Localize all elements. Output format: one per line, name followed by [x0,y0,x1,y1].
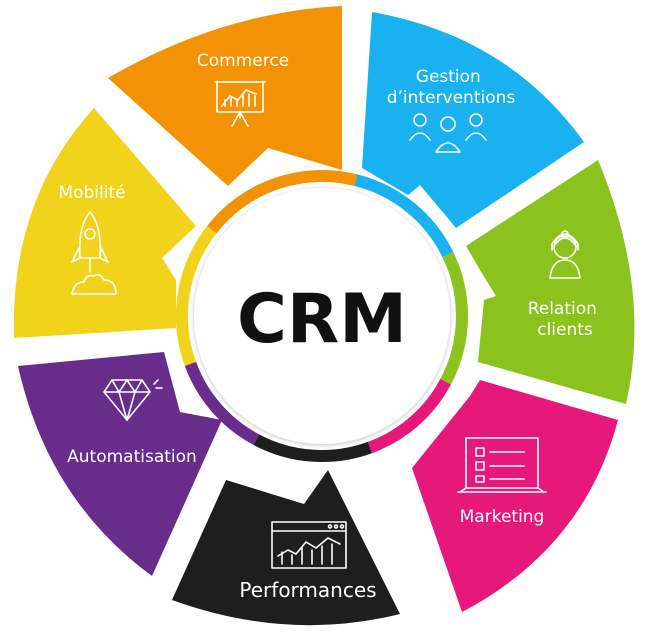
segment-automatisation-label: Automatisation [67,447,197,467]
center-circle [194,188,450,444]
laptop-checklist-icon [457,437,547,493]
segment-mobilite-shape [13,108,197,338]
segment-marketing: Marketing [412,380,618,612]
segment-relation-clients: Relation clients [466,160,635,404]
center-hub: CRM [194,188,450,444]
segment-commerce-shape [108,6,342,186]
browser-graph-icon [271,521,347,569]
segment-marketing-shape [412,380,618,612]
inner-ring-arc-mobilite [176,226,217,366]
segment-performances: Performances [172,470,400,626]
segment-gestion-shape [362,12,584,228]
segment-commerce-label: Commerce [197,51,289,71]
inner-ring [176,170,468,462]
rocket-icon [71,211,117,295]
segment-automatisation: Automatisation [18,352,222,576]
segment-mobilite-label: Mobilité [58,183,125,203]
center-title: CRM [237,280,407,359]
presentation-chart-icon [214,81,266,127]
segment-relation-label: Relation clients [528,299,603,340]
inner-ring-arc-commerce [206,170,358,234]
inner-ring-arc-relation [440,252,468,385]
team-people-icon [409,113,487,153]
inner-ring-arc-gestion [354,174,454,258]
segment-commerce: Commerce [108,6,342,186]
segment-performances-shape [172,470,400,626]
segment-relation-shape [466,160,635,404]
inner-ring-arc-performances [253,434,372,462]
segment-mobilite: Mobilité [13,108,197,338]
inner-ring-arc-marketing [367,378,451,454]
segment-automatisation-shape [18,352,222,576]
diamond-icon [103,379,163,421]
inner-ring-arc-automatisation [184,361,260,445]
segment-performances-label: Performances [239,578,376,602]
segment-gestion-interventions: Gestion d’interventions [362,12,584,228]
headset-woman-icon [549,230,581,279]
segment-gestion-label: Gestion d’interventions [387,67,516,108]
segment-marketing-label: Marketing [460,507,545,527]
